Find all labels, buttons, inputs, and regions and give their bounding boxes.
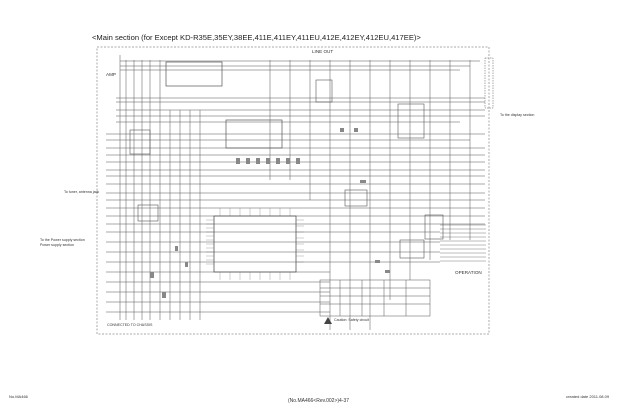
right-note: To the display section xyxy=(500,113,535,117)
power-block-note-2: Power supply section xyxy=(40,243,74,247)
operation-label: OPERATION xyxy=(455,270,482,275)
caution-note: Caution: Safety circuit xyxy=(334,318,369,322)
power-block-note: To the Power supply section xyxy=(40,238,85,242)
page-number: (No.MA466<Rev.002>)4-37 xyxy=(288,398,350,404)
amp-label: AMP xyxy=(106,72,116,77)
schematic-title: <Main section (for Except KD-R35E,35EY,3… xyxy=(92,33,421,42)
warning-icon xyxy=(324,317,332,324)
doc-number: No.MA466 xyxy=(9,394,28,399)
line-out-label: LINE OUT xyxy=(312,49,334,54)
tuner-note: To tuner, antenna jack xyxy=(64,190,100,194)
created-date: created date 2011.08.09 xyxy=(566,394,610,399)
chassis-note: CONNECTED TO CHASSIS xyxy=(107,323,153,327)
